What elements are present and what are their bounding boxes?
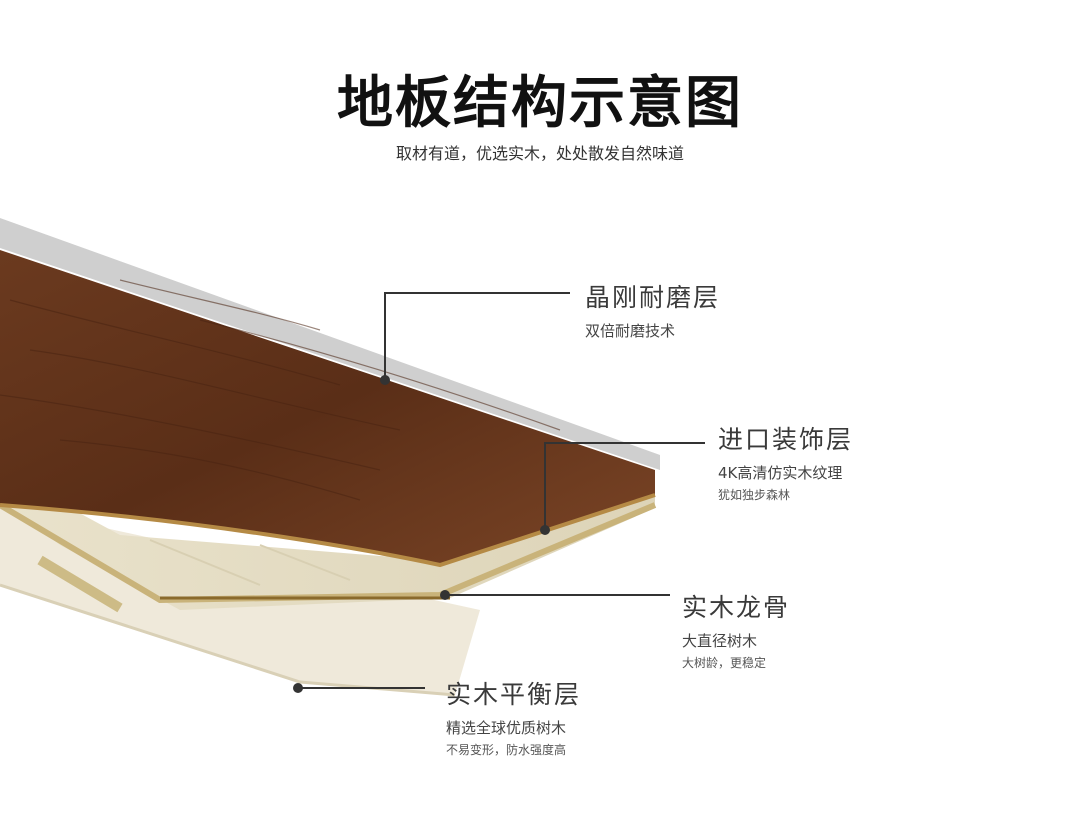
- keel-strip: [37, 555, 123, 613]
- layer-name: 进口装饰层: [718, 425, 854, 454]
- callout-dot: [380, 375, 390, 385]
- layer-desc: 4K高清仿实木纹理: [718, 464, 843, 482]
- layer-name: 实木龙骨: [682, 593, 791, 622]
- wood-decor-layer: [0, 250, 655, 565]
- page-subtitle: 取材有道，优选实木，处处散发自然味道: [395, 144, 684, 163]
- layer-desc: 双倍耐磨技术: [585, 322, 676, 340]
- callout-dot: [440, 590, 450, 600]
- layer-name: 实木平衡层: [446, 680, 582, 709]
- label-decor-layer: 进口装饰层 4K高清仿实木纹理 犹如独步森林: [718, 420, 853, 503]
- callout-dot: [540, 525, 550, 535]
- balance-layer-edge: [0, 583, 456, 697]
- page-title: 地板结构示意图: [337, 71, 743, 136]
- core-seam: [149, 539, 261, 586]
- wood-edge: [0, 493, 656, 568]
- core-seam: [259, 544, 351, 581]
- layer-note: 大树龄，更稳定: [682, 656, 767, 670]
- callout-line-wear: [384, 292, 570, 378]
- callout-dot: [293, 683, 303, 693]
- label-keel-layer: 实木龙骨 大直径树木 大树龄，更稳定: [682, 588, 790, 671]
- layer-note: 不易变形，防水强度高: [446, 743, 567, 757]
- layer-desc: 精选全球优质树木: [446, 719, 567, 737]
- layer-name: 晶刚耐磨层: [585, 283, 721, 312]
- callout-line-decor: [544, 442, 705, 528]
- layer-desc: 大直径树木: [682, 632, 758, 650]
- label-wear-layer: 晶刚耐磨层 双倍耐磨技术: [585, 278, 720, 341]
- layer-note: 犹如独步森林: [718, 488, 791, 502]
- label-balance-layer: 实木平衡层 精选全球优质树木 不易变形，防水强度高: [446, 675, 581, 758]
